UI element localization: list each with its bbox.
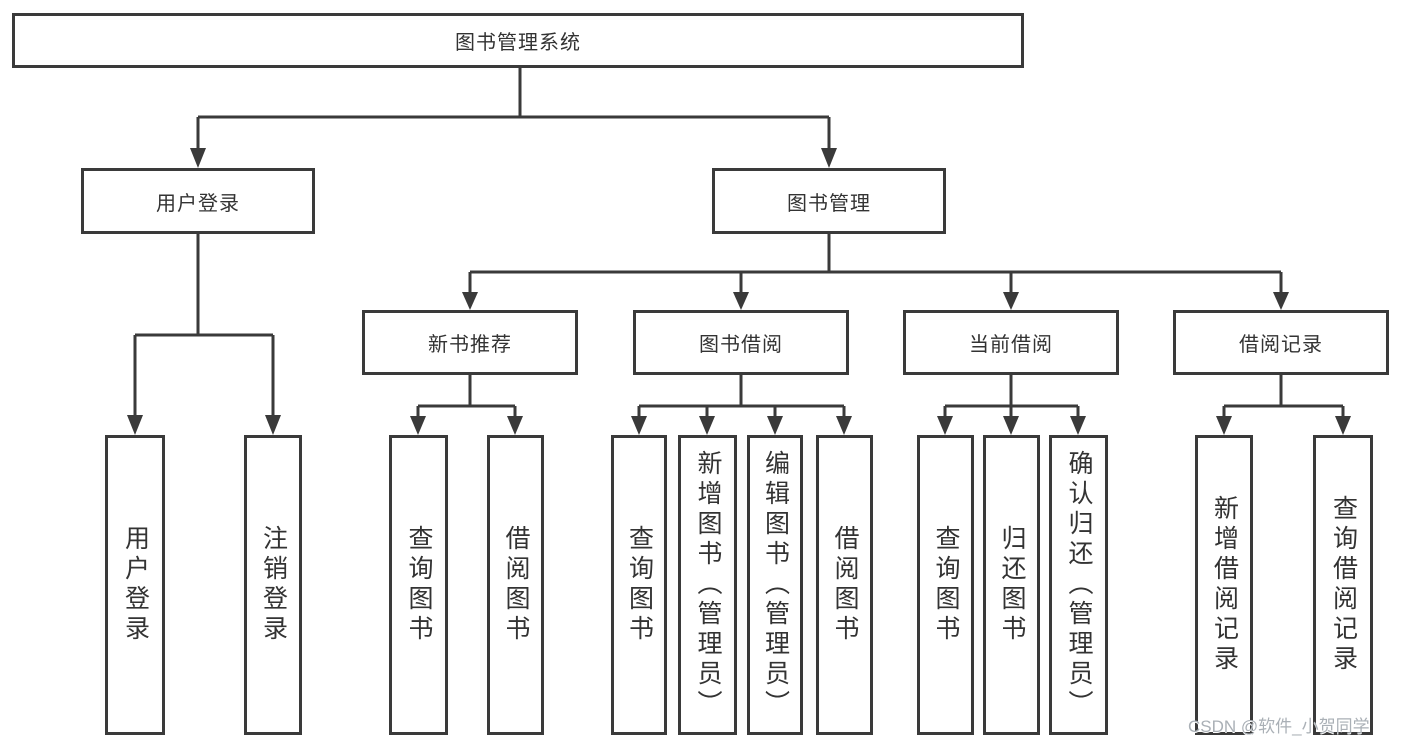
leaf-user-login: 用户登录	[105, 435, 165, 735]
leaf-query-borrow-record: 查询借阅记录	[1313, 435, 1373, 735]
leaf-add-borrow-record-label: 新增借阅记录	[1210, 495, 1239, 675]
node-new-book-recommend-label: 新书推荐	[428, 334, 512, 356]
leaf-add-books-admin-label: 新增图书（管理员）	[694, 450, 722, 720]
leaf-logout-label: 注销登录	[259, 525, 288, 645]
leaf-recommend-query-books-label: 查询图书	[405, 525, 433, 645]
node-borrow-records: 借阅记录	[1173, 310, 1389, 375]
node-book-management: 图书管理	[712, 168, 946, 234]
leaf-current-query-books-label: 查询图书	[932, 525, 960, 645]
node-user-login-label: 用户登录	[156, 192, 240, 215]
node-borrow-records-label: 借阅记录	[1239, 334, 1323, 356]
node-root-label: 图书管理系统	[455, 32, 581, 54]
leaf-logout: 注销登录	[244, 435, 302, 735]
node-book-management-label: 图书管理	[787, 192, 871, 215]
leaf-add-books-admin: 新增图书（管理员）	[678, 435, 737, 735]
csdn-watermark: CSDN @软件_小贺同学	[1188, 717, 1370, 736]
node-new-book-recommend: 新书推荐	[362, 310, 578, 375]
leaf-user-login-label: 用户登录	[121, 525, 150, 645]
leaf-confirm-return-admin-label: 确认归还（管理员）	[1065, 450, 1093, 720]
node-book-borrow: 图书借阅	[633, 310, 849, 375]
leaf-query-borrow-record-label: 查询借阅记录	[1329, 495, 1358, 675]
leaf-borrow-query-books-label: 查询图书	[625, 525, 654, 645]
node-current-borrow: 当前借阅	[903, 310, 1119, 375]
node-root: 图书管理系统	[12, 13, 1024, 68]
leaf-borrow-books: 借阅图书	[816, 435, 873, 735]
leaf-current-query-books: 查询图书	[917, 435, 974, 735]
leaf-add-borrow-record: 新增借阅记录	[1195, 435, 1253, 735]
leaf-borrow-books-label: 借阅图书	[831, 525, 859, 645]
node-current-borrow-label: 当前借阅	[969, 334, 1053, 356]
node-book-borrow-label: 图书借阅	[699, 334, 783, 356]
leaf-return-books: 归还图书	[983, 435, 1040, 735]
leaf-edit-books-admin: 编辑图书（管理员）	[747, 435, 803, 735]
leaf-edit-books-admin-label: 编辑图书（管理员）	[761, 450, 790, 720]
leaf-recommend-borrow-books-label: 借阅图书	[502, 525, 530, 645]
leaf-return-books-label: 归还图书	[998, 525, 1026, 645]
leaf-recommend-borrow-books: 借阅图书	[487, 435, 544, 735]
leaf-borrow-query-books: 查询图书	[611, 435, 667, 735]
node-user-login: 用户登录	[81, 168, 315, 234]
leaf-recommend-query-books: 查询图书	[389, 435, 448, 735]
leaf-confirm-return-admin: 确认归还（管理员）	[1049, 435, 1108, 735]
